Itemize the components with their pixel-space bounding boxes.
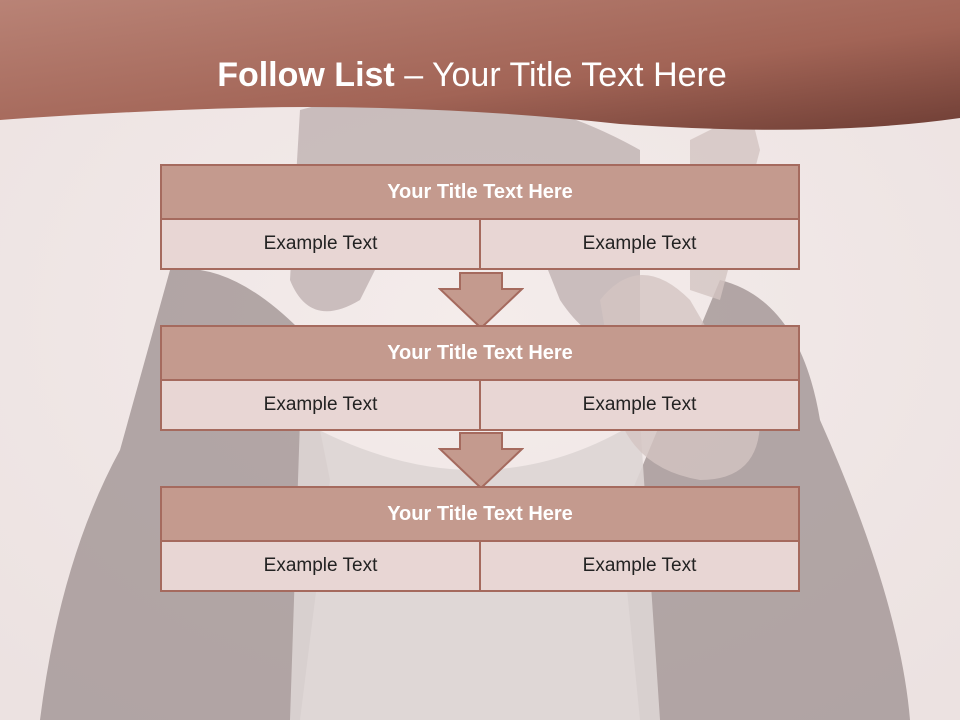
block-title[interactable]: Your Title Text Here bbox=[160, 325, 800, 381]
block-row: Example Text Example Text bbox=[160, 542, 800, 592]
block-title[interactable]: Your Title Text Here bbox=[160, 164, 800, 220]
block-cell-right[interactable]: Example Text bbox=[479, 542, 800, 592]
down-arrow-icon bbox=[438, 272, 524, 330]
block-row: Example Text Example Text bbox=[160, 220, 800, 270]
list-block-1: Your Title Text Here Example Text Exampl… bbox=[160, 164, 800, 270]
block-cell-right[interactable]: Example Text bbox=[479, 220, 800, 270]
list-block-3: Your Title Text Here Example Text Exampl… bbox=[160, 486, 800, 592]
header-band bbox=[0, 0, 960, 130]
block-title[interactable]: Your Title Text Here bbox=[160, 486, 800, 542]
block-cell-right[interactable]: Example Text bbox=[479, 381, 800, 431]
slide-title: Follow List – Your Title Text Here bbox=[0, 52, 944, 98]
block-row: Example Text Example Text bbox=[160, 381, 800, 431]
list-block-2: Your Title Text Here Example Text Exampl… bbox=[160, 325, 800, 431]
block-cell-left[interactable]: Example Text bbox=[160, 220, 479, 270]
down-arrow-icon bbox=[438, 432, 524, 490]
slide-title-rest: – Your Title Text Here bbox=[404, 56, 727, 94]
block-cell-left[interactable]: Example Text bbox=[160, 542, 479, 592]
slide-title-bold: Follow List bbox=[217, 56, 395, 94]
block-cell-left[interactable]: Example Text bbox=[160, 381, 479, 431]
